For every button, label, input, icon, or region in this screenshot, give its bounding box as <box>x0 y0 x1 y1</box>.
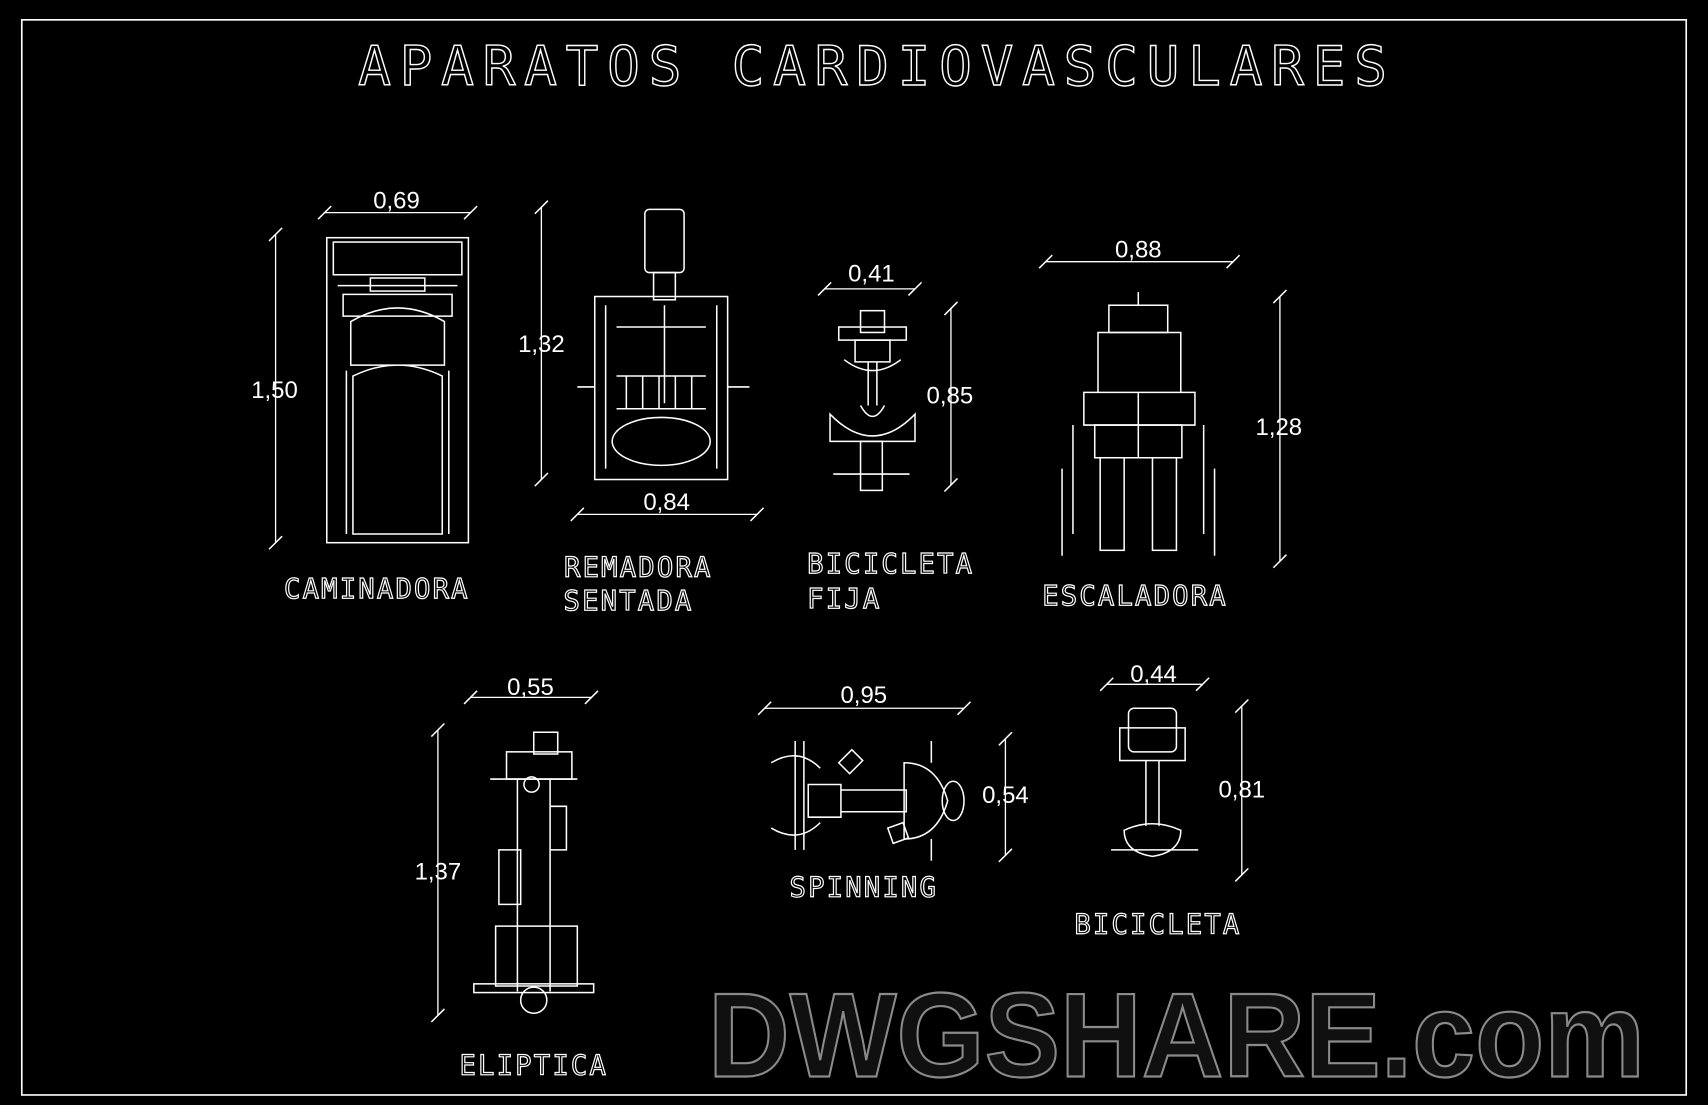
spinning-label: SPINNING <box>790 873 939 904</box>
escaladora-drawing: 0,88 1,28 ESCALADORA <box>1038 236 1303 612</box>
remadora-width: 0,84 <box>643 489 690 516</box>
caminadora-width: 0,69 <box>373 187 420 214</box>
bicicleta-fija-label-line1: BICICLETA <box>807 549 974 580</box>
watermark: DWGSHARE.com <box>708 969 1645 1102</box>
bicicleta-label: BICICLETA <box>1074 910 1241 941</box>
bicicleta-fija-length: 0,85 <box>927 382 974 409</box>
eliptica-drawing: 0,55 1,37 ELIPTICA <box>415 674 608 1082</box>
caminadora-length: 1,50 <box>251 377 298 404</box>
spinning-length: 0,54 <box>982 782 1029 809</box>
drawing-title: APARATOS CARDIOVASCULARES <box>358 34 1395 98</box>
eliptica-length: 1,37 <box>415 858 462 885</box>
caminadora-label: CAMINADORA <box>284 574 470 605</box>
bicicleta-fija-label-line2: FIJA <box>807 584 881 615</box>
escaladora-length: 1,28 <box>1256 414 1303 441</box>
eliptica-label: ELIPTICA <box>459 1050 608 1081</box>
escaladora-width: 0,88 <box>1115 236 1162 263</box>
spinning-drawing: 0,95 0,54 SPINNING <box>757 682 1029 904</box>
eliptica-width: 0,55 <box>507 674 554 701</box>
remadora-length: 1,32 <box>518 331 565 358</box>
caminadora-drawing: 0,69 1,50 CAMINADORA <box>251 187 478 606</box>
remadora-drawing: 1,32 0,84 REMADORA SENTADA <box>518 199 765 618</box>
bicicleta-length: 0,81 <box>1218 777 1265 804</box>
bicicleta-width: 0,44 <box>1130 661 1177 688</box>
escaladora-label: ESCALADORA <box>1042 581 1228 612</box>
drawing-border <box>20 19 1688 1096</box>
bicicleta-fija-drawing: 0,41 0,85 BICICLETA FIJA <box>807 260 974 615</box>
remadora-label-line1: REMADORA <box>564 552 713 583</box>
bicicleta-fija-width: 0,41 <box>848 260 895 287</box>
bicicleta-drawing: 0,44 0,81 BICICLETA <box>1074 661 1265 941</box>
spinning-width: 0,95 <box>840 682 887 709</box>
remadora-label-line2: SENTADA <box>564 586 694 617</box>
